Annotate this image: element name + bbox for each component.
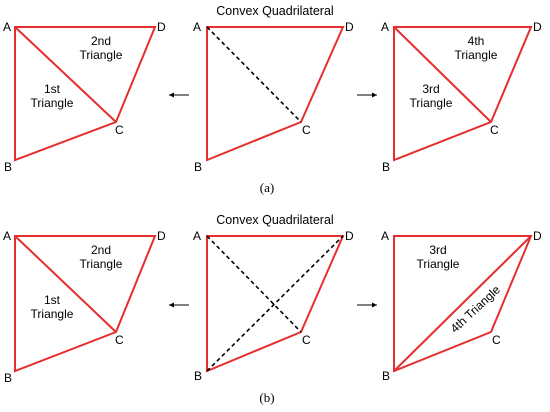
panel-title: Convex Quadrilateral	[216, 4, 333, 18]
label-d: D	[345, 229, 354, 243]
label-b: B	[382, 369, 390, 383]
triangle-label-line: 3rd	[422, 82, 439, 96]
solid-diagonal-bd	[393, 235, 532, 372]
label-a: A	[381, 229, 389, 243]
arrow-left	[169, 92, 189, 98]
label-d: D	[533, 229, 542, 243]
arrow-right	[357, 302, 377, 308]
triangle-label-line: 3rd	[429, 243, 446, 257]
label-b: B	[4, 160, 12, 174]
triangle-label-line: 2nd	[91, 243, 111, 257]
solid-diagonal-ac	[14, 235, 117, 333]
triangle-label-line: Triangle	[80, 48, 123, 62]
triangle-label-line: 1st	[44, 82, 61, 96]
arrow-left	[169, 302, 189, 308]
label-c: C	[115, 333, 124, 347]
triangle-label-line: Triangle	[417, 257, 460, 271]
solid-diagonal-ac	[14, 26, 117, 123]
label-a: A	[3, 229, 11, 243]
triangle-label-line: Triangle	[410, 96, 453, 110]
label-a: A	[381, 20, 389, 34]
caption: (a)	[260, 180, 274, 195]
triangle-label-line: 4th	[468, 34, 485, 48]
label-b: B	[194, 369, 202, 383]
label-a: A	[3, 20, 11, 34]
label-b: B	[382, 160, 390, 174]
quad-outline	[393, 235, 533, 373]
label-b: B	[4, 371, 12, 385]
label-d: D	[533, 20, 542, 34]
caption: (b)	[259, 390, 274, 405]
label-c: C	[490, 123, 499, 137]
triangle-label-line: 1st	[44, 293, 61, 307]
label-c: C	[492, 333, 501, 347]
dashed-diagonal-bd	[206, 235, 344, 372]
dashed-diagonal-ac	[206, 26, 302, 123]
label-c: C	[115, 123, 124, 137]
label-d: D	[157, 20, 166, 34]
triangle-label-line: Triangle	[31, 307, 74, 321]
dashed-diagonal-ac	[206, 235, 302, 333]
triangle-label-line: 2nd	[91, 34, 111, 48]
label-c: C	[302, 123, 311, 137]
arrow-right	[357, 92, 377, 98]
label-a: A	[193, 229, 201, 243]
panel-a-middle: Convex Quadrilateral A B C D	[193, 4, 354, 174]
panel-title: Convex Quadrilateral	[216, 213, 333, 227]
label-d: D	[345, 20, 354, 34]
panel-b-middle: Convex Quadrilateral A B C D	[193, 213, 354, 383]
triangle-label-line: Triangle	[455, 48, 498, 62]
solid-diagonal-ac	[393, 26, 492, 123]
label-d: D	[157, 229, 166, 243]
label-c: C	[302, 333, 311, 347]
triangle-label-line: Triangle	[80, 257, 123, 271]
label-b: B	[194, 160, 202, 174]
triangle-label-line: Triangle	[31, 96, 74, 110]
label-a: A	[193, 20, 201, 34]
